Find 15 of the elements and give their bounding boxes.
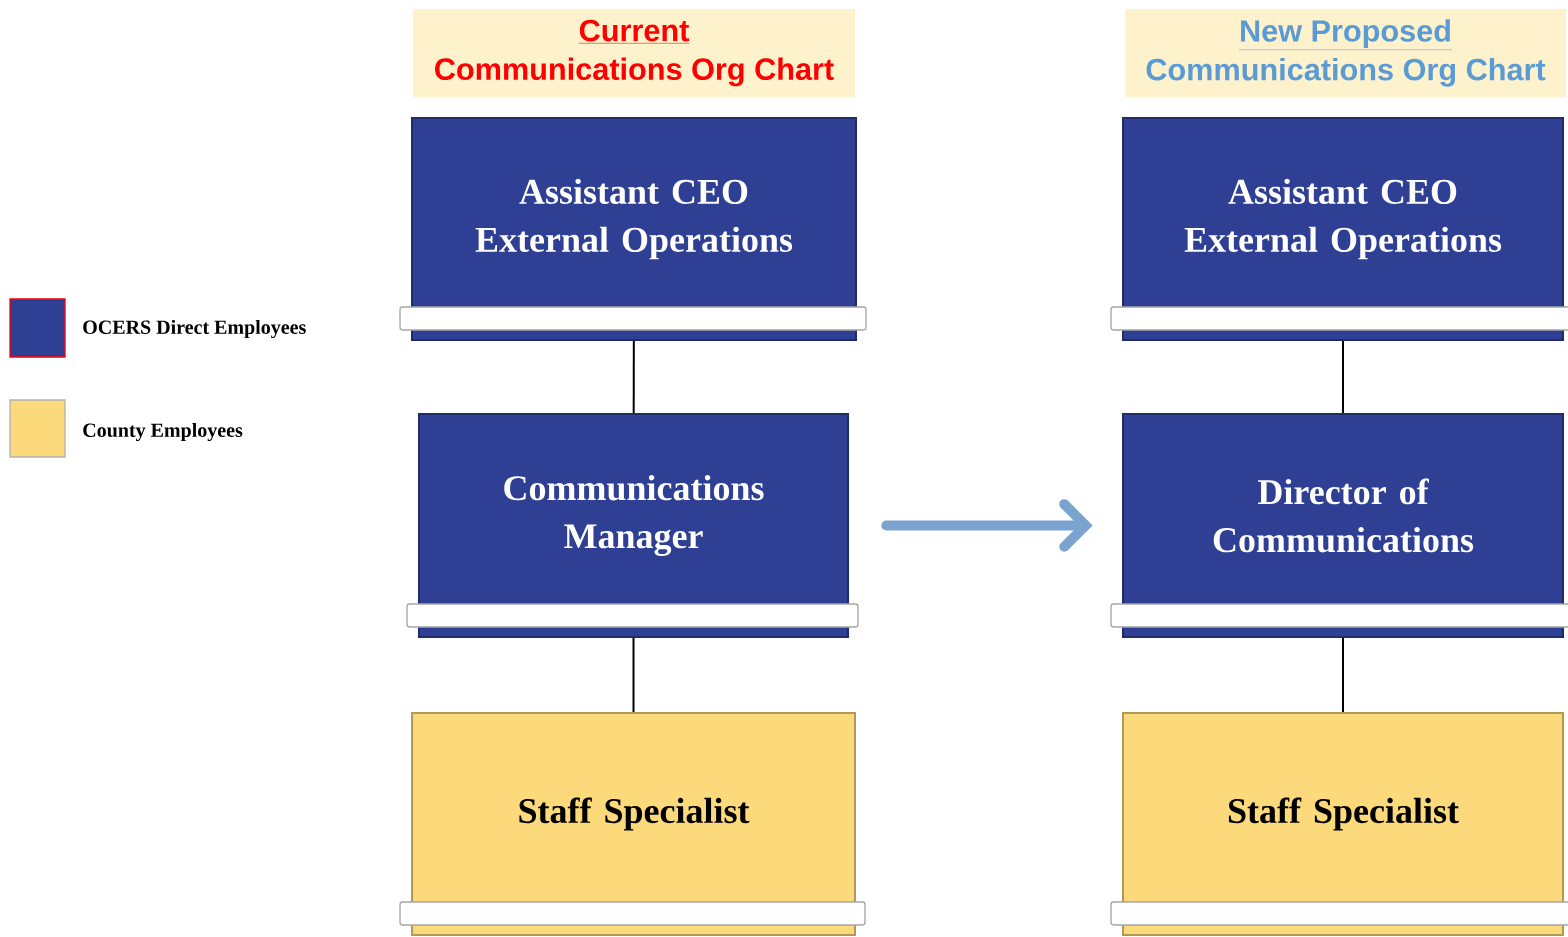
position-box: Assistant CEO External Operations (1110, 117, 1568, 341)
arrow (881, 499, 1093, 552)
position-box: Staff Specialist (1110, 712, 1568, 936)
heading-box: New Proposed Communications Org Chart (1124, 9, 1567, 97)
legend-label: OCERS Direct Employees (83, 319, 306, 339)
position-box: Staff Specialist (399, 712, 866, 936)
position-box: Communications Manager (406, 413, 859, 638)
connector-line (632, 340, 635, 415)
position-box: Assistant CEO External Operations (399, 117, 867, 341)
position-box: Director of Communications (1110, 413, 1568, 638)
connector-line (632, 636, 635, 713)
connector-line (1342, 636, 1344, 713)
legend-label: County Employees (83, 422, 243, 442)
heading-box: Current Communications Org Chart (413, 9, 855, 97)
connector-line (1342, 340, 1344, 415)
